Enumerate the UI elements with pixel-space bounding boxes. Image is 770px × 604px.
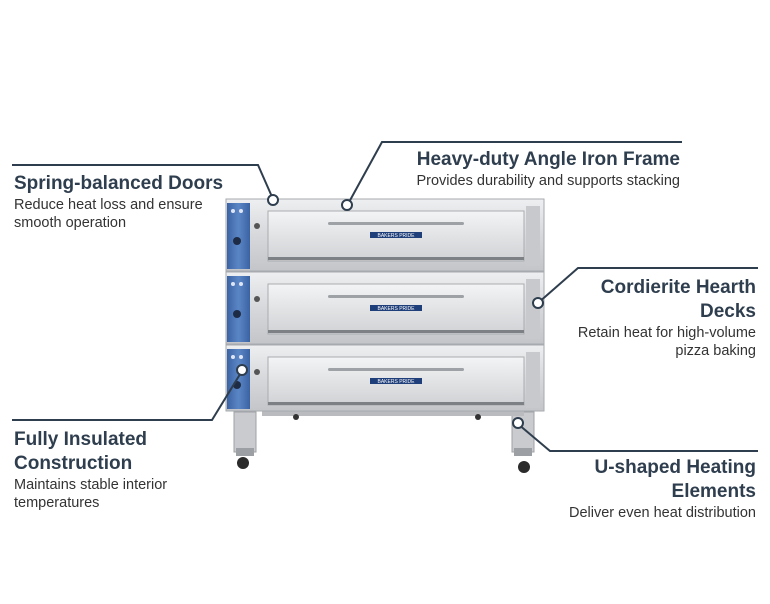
dot-heating xyxy=(512,417,524,429)
callout-title: Fully Insulated Construction xyxy=(14,429,148,474)
callout-angle-iron-frame: Heavy-duty Angle Iron Frame Provides dur… xyxy=(380,148,680,190)
dot-frame xyxy=(341,199,353,211)
callout-u-shaped-heating: U-shaped Heating Elements Deliver even h… xyxy=(560,456,756,522)
dot-hearth xyxy=(532,297,544,309)
oven-deck-3 xyxy=(225,344,545,412)
callout-title: Cordierite Hearth Decks xyxy=(600,277,756,322)
leader-doors xyxy=(12,164,274,200)
callout-desc: Provides durability and supports stackin… xyxy=(416,173,680,189)
callout-desc: Deliver even heat distribution xyxy=(569,505,756,521)
oven-deck-2 xyxy=(225,271,545,345)
dot-insulated xyxy=(236,364,248,376)
callout-desc: Reduce heat loss and ensure smooth opera… xyxy=(14,197,203,231)
callout-title: U-shaped Heating Elements xyxy=(594,457,756,502)
callout-title: Heavy-duty Angle Iron Frame xyxy=(416,149,680,170)
brand-label-1: BAKERS PRIDE xyxy=(378,233,416,239)
callout-spring-balanced-doors: Spring-balanced Doors Reduce heat loss a… xyxy=(14,172,229,232)
leader-insulated xyxy=(12,370,243,421)
callout-fully-insulated: Fully Insulated Construction Maintains s… xyxy=(14,428,199,512)
callout-desc: Retain heat for high-volume pizza baking xyxy=(577,325,756,359)
leader-heating xyxy=(517,423,758,452)
brand-label-2: BAKERS PRIDE xyxy=(378,306,416,312)
dot-doors xyxy=(267,194,279,206)
callout-title: Spring-balanced Doors xyxy=(14,173,224,194)
callout-desc: Maintains stable interior temperatures xyxy=(14,477,168,511)
leader-hearth xyxy=(537,267,758,304)
oven-leg-left xyxy=(233,411,257,469)
leader-frame xyxy=(347,141,682,205)
oven-deck-1 xyxy=(225,198,545,272)
brand-label-3: BAKERS PRIDE xyxy=(378,379,416,385)
callout-cordierite-hearth: Cordierite Hearth Decks Retain heat for … xyxy=(560,276,756,360)
